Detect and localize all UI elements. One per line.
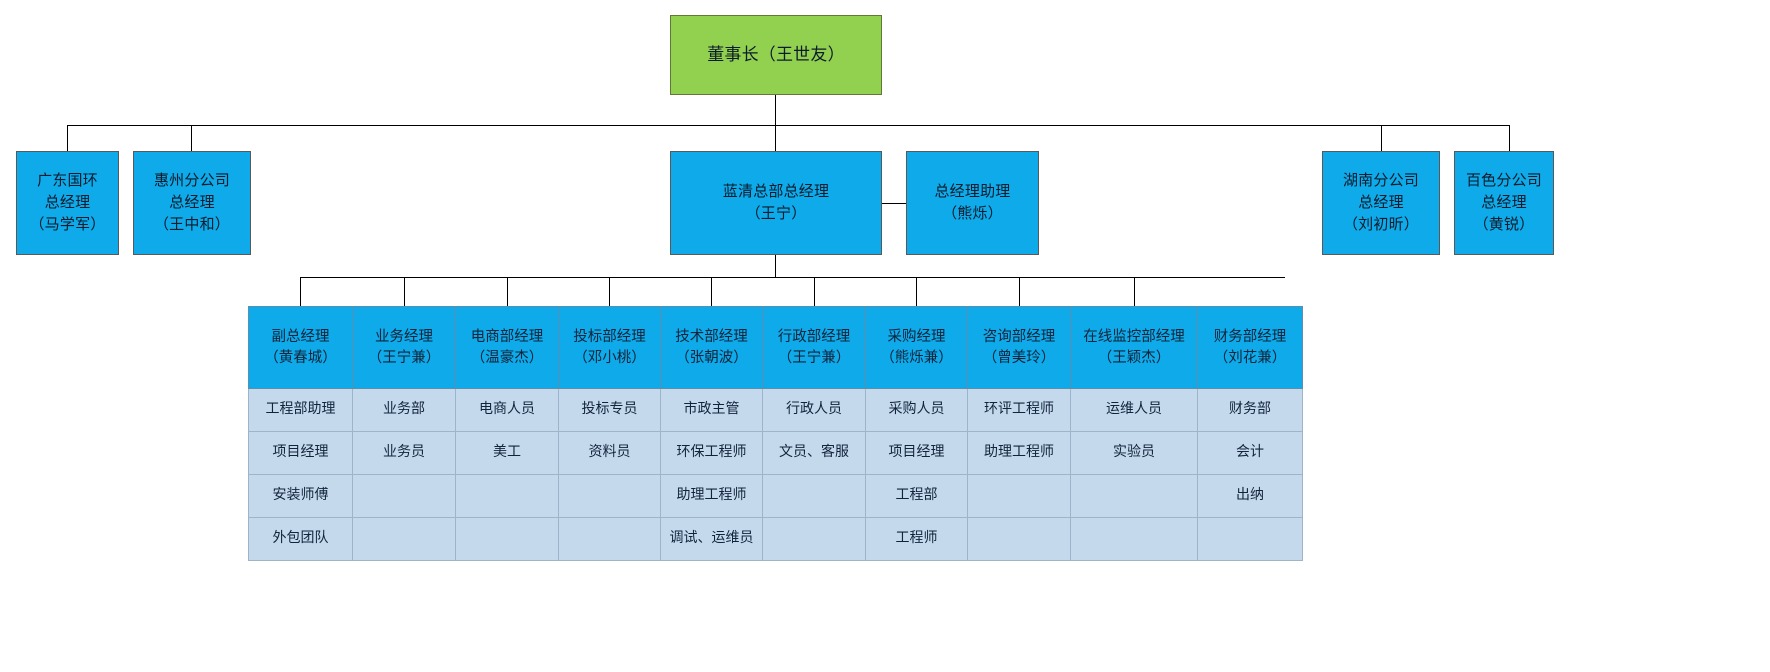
staff-cell[interactable]: 外包团队 (248, 517, 353, 561)
connector-drop-huizhou (191, 125, 192, 151)
staff-cell-empty (455, 474, 559, 518)
connector-drop-department-1 (300, 277, 301, 306)
branch-box-guangdong[interactable]: 广东国环 总经理 （马学军） (16, 151, 119, 255)
connector-drop-department-9 (1134, 277, 1135, 306)
department-matrix: 副总经理 （黄春城）业务经理 （王宁兼）电商部经理 （温豪杰）投标部经理 （邓小… (248, 306, 1303, 561)
staff-cell-empty (1070, 517, 1198, 561)
staff-cell[interactable]: 投标专员 (558, 388, 661, 432)
staff-cell[interactable]: 调试、运维员 (660, 517, 763, 561)
staff-cell[interactable]: 业务部 (352, 388, 456, 432)
staff-cell[interactable]: 会计 (1197, 431, 1303, 475)
connector-drop-headquarters (775, 125, 776, 151)
department-header-2[interactable]: 业务经理 （王宁兼） (352, 306, 456, 389)
connector-drop-department-3 (507, 277, 508, 306)
staff-cell[interactable]: 安装师傅 (248, 474, 353, 518)
connector-drop-department-5 (711, 277, 712, 306)
department-header-row: 副总经理 （黄春城）业务经理 （王宁兼）电商部经理 （温豪杰）投标部经理 （邓小… (248, 306, 1303, 389)
staff-cell-empty (967, 474, 1071, 518)
connector-level2-bus (67, 125, 1510, 126)
chairman-box[interactable]: 董事长（王世友） (670, 15, 882, 95)
staff-row: 工程部助理业务部电商人员投标专员市政主管行政人员采购人员环评工程师运维人员财务部 (248, 388, 1303, 432)
branch-box-hunan[interactable]: 湖南分公司 总经理 （刘初昕） (1322, 151, 1440, 255)
department-header-4[interactable]: 投标部经理 （邓小桃） (558, 306, 661, 389)
staff-cell[interactable]: 电商人员 (455, 388, 559, 432)
staff-cell[interactable]: 出纳 (1197, 474, 1303, 518)
general-manager-assistant-box[interactable]: 总经理助理 （熊烁） (906, 151, 1039, 255)
connector-drop-department-6 (814, 277, 815, 306)
staff-cell[interactable]: 市政主管 (660, 388, 763, 432)
staff-cell[interactable]: 美工 (455, 431, 559, 475)
staff-cell[interactable]: 环评工程师 (967, 388, 1071, 432)
staff-row: 安装师傅 助理工程师 工程部 出纳 (248, 474, 1303, 518)
staff-cell-empty (967, 517, 1071, 561)
staff-cell[interactable]: 业务员 (352, 431, 456, 475)
staff-cell-empty (1197, 517, 1303, 561)
staff-cell-empty (558, 474, 661, 518)
staff-cell-empty (558, 517, 661, 561)
connector-drop-department-7 (916, 277, 917, 306)
department-header-10[interactable]: 财务部经理 （刘花兼） (1197, 306, 1303, 389)
staff-cell[interactable]: 环保工程师 (660, 431, 763, 475)
staff-cell[interactable]: 文员、客服 (762, 431, 866, 475)
connector-department-bus (300, 277, 1285, 278)
staff-cell[interactable]: 工程部 (865, 474, 968, 518)
connector-drop-department-4 (609, 277, 610, 306)
connector-drop-department-8 (1019, 277, 1020, 306)
staff-row: 项目经理业务员美工资料员环保工程师文员、客服项目经理助理工程师实验员会计 (248, 431, 1303, 475)
connector-hq-stem (775, 255, 776, 277)
connector-drop-hunan (1381, 125, 1382, 151)
staff-cell[interactable]: 项目经理 (248, 431, 353, 475)
staff-cell[interactable]: 助理工程师 (660, 474, 763, 518)
staff-cell[interactable]: 工程师 (865, 517, 968, 561)
staff-cell-empty (352, 517, 456, 561)
department-header-9[interactable]: 在线监控部经理 （王颖杰） (1070, 306, 1198, 389)
staff-cell[interactable]: 项目经理 (865, 431, 968, 475)
staff-cell[interactable]: 实验员 (1070, 431, 1198, 475)
branch-box-baise[interactable]: 百色分公司 总经理 （黄锐） (1454, 151, 1554, 255)
connector-drop-guangdong (67, 125, 68, 151)
staff-cell[interactable]: 工程部助理 (248, 388, 353, 432)
department-header-1[interactable]: 副总经理 （黄春城） (248, 306, 353, 389)
staff-cell[interactable]: 行政人员 (762, 388, 866, 432)
department-header-7[interactable]: 采购经理 （熊烁兼） (865, 306, 968, 389)
department-header-6[interactable]: 行政部经理 （王宁兼） (762, 306, 866, 389)
staff-cell-empty (1070, 474, 1198, 518)
staff-cell[interactable]: 资料员 (558, 431, 661, 475)
department-header-3[interactable]: 电商部经理 （温豪杰） (455, 306, 559, 389)
department-header-5[interactable]: 技术部经理 （张朝波） (660, 306, 763, 389)
headquarters-manager-box[interactable]: 蓝清总部总经理 （王宁） (670, 151, 882, 255)
staff-cell[interactable]: 助理工程师 (967, 431, 1071, 475)
connector-drop-department-2 (404, 277, 405, 306)
staff-cell[interactable]: 运维人员 (1070, 388, 1198, 432)
staff-cell[interactable]: 采购人员 (865, 388, 968, 432)
connector-drop-baise (1509, 125, 1510, 151)
connector-assistant-link (882, 203, 906, 204)
staff-row: 外包团队 调试、运维员 工程师 (248, 517, 1303, 561)
staff-cell-empty (455, 517, 559, 561)
branch-box-huizhou[interactable]: 惠州分公司 总经理 （王中和） (133, 151, 251, 255)
department-header-8[interactable]: 咨询部经理 （曾美玲） (967, 306, 1071, 389)
connector-chairman-stem (775, 95, 776, 125)
staff-cell[interactable]: 财务部 (1197, 388, 1303, 432)
staff-cell-empty (762, 474, 866, 518)
staff-cell-empty (762, 517, 866, 561)
staff-cell-empty (352, 474, 456, 518)
